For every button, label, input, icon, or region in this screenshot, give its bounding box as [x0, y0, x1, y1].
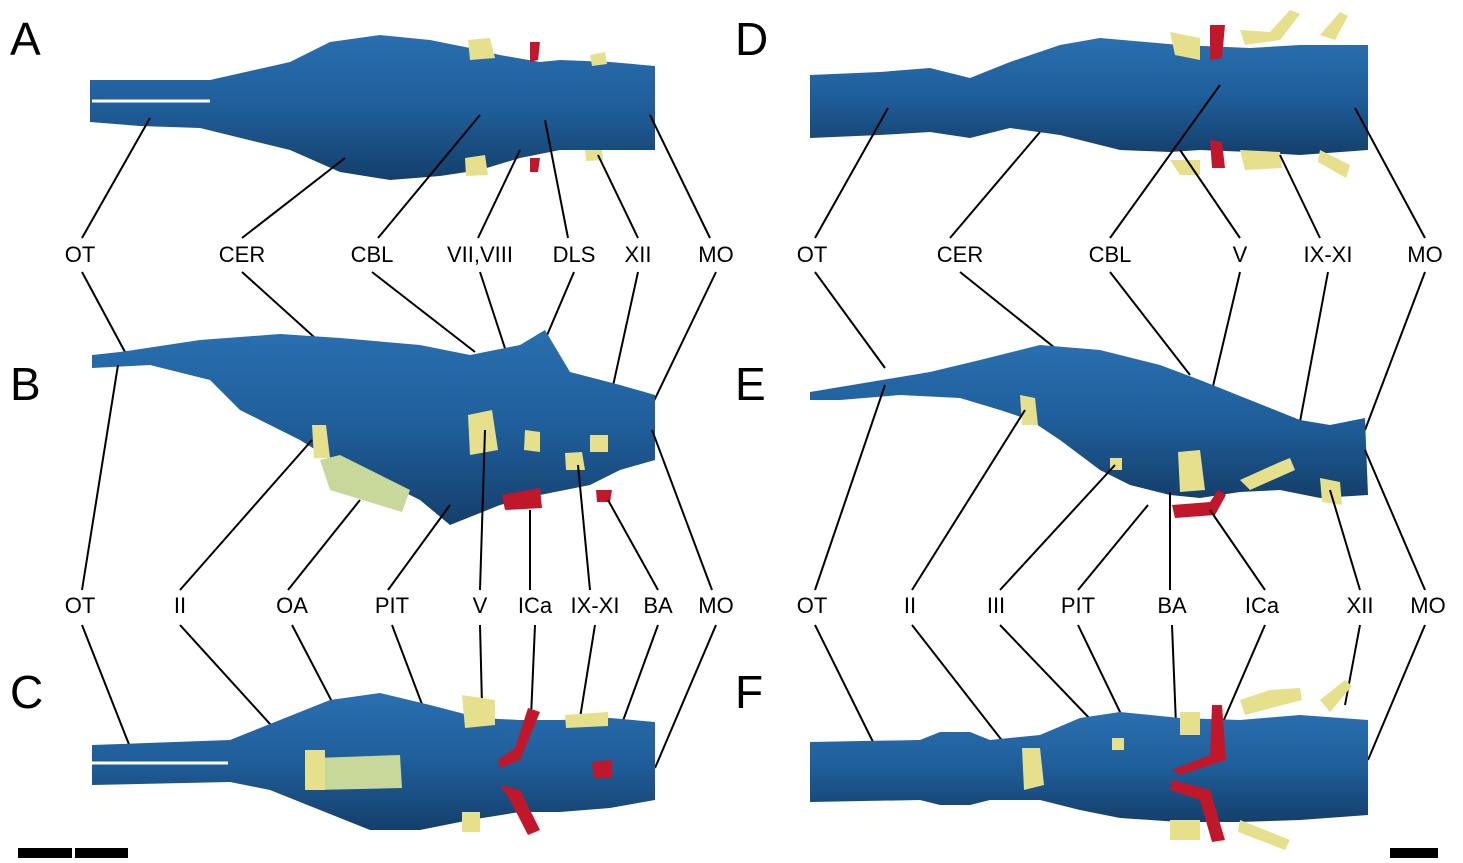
label-pit: PIT — [375, 593, 409, 618]
label-vii-viii: VII,VIII — [447, 242, 513, 267]
label-cer: CER — [937, 242, 983, 267]
panel-d: D OT CER CBL V IX-XI MO — [735, 10, 1443, 267]
label-ii: II — [904, 593, 916, 618]
label-ba: BA — [1157, 593, 1187, 618]
label-iii: III — [987, 593, 1005, 618]
label-ix-xi: IX-XI — [571, 593, 620, 618]
label-ot: OT — [797, 242, 828, 267]
label-pit: PIT — [1061, 593, 1095, 618]
panel-letter-e: E — [735, 358, 766, 410]
optic-artery — [315, 755, 402, 790]
label-xii: XII — [625, 242, 652, 267]
label-mo: MO — [1410, 593, 1445, 618]
label-cbl: CBL — [1089, 242, 1132, 267]
label-dls: DLS — [553, 242, 596, 267]
panel-b: B OT II OA PIT V ICa IX-XI BA MO — [10, 272, 734, 618]
label-v: V — [473, 593, 488, 618]
label-cbl: CBL — [351, 242, 394, 267]
label-ica: ICa — [1245, 593, 1280, 618]
panel-f: F — [735, 625, 1425, 850]
brain-endocast — [810, 345, 1368, 498]
panel-c: C — [10, 625, 716, 835]
panel-letter-b: B — [10, 358, 41, 410]
label-v: V — [1233, 242, 1248, 267]
label-mo: MO — [698, 593, 733, 618]
panel-letter-a: A — [10, 13, 41, 65]
label-oa: OA — [276, 593, 308, 618]
panel-letter-c: C — [10, 666, 43, 718]
label-ot: OT — [797, 593, 828, 618]
brain-endocast — [810, 38, 1368, 155]
label-ica: ICa — [518, 593, 553, 618]
panel-e: E OT II III PIT BA ICa XII MO — [735, 272, 1446, 618]
label-mo: MO — [698, 242, 733, 267]
label-cer: CER — [219, 242, 265, 267]
scale-bars — [18, 848, 1438, 858]
label-mo: MO — [1407, 242, 1442, 267]
label-ba: BA — [643, 593, 673, 618]
label-ot: OT — [65, 593, 96, 618]
label-xii: XII — [1347, 593, 1374, 618]
brain-endocast — [90, 35, 655, 180]
label-ii: II — [174, 593, 186, 618]
panel-letter-d: D — [735, 13, 768, 65]
brain-endocast — [810, 712, 1368, 822]
panel-a: A OT CER CBL VII,VIII DLS XII MO — [10, 13, 734, 267]
panel-letter-f: F — [735, 666, 763, 718]
label-ix-xi: IX-XI — [1304, 242, 1353, 267]
label-ot: OT — [65, 242, 96, 267]
scale-bar-right — [1390, 848, 1438, 858]
